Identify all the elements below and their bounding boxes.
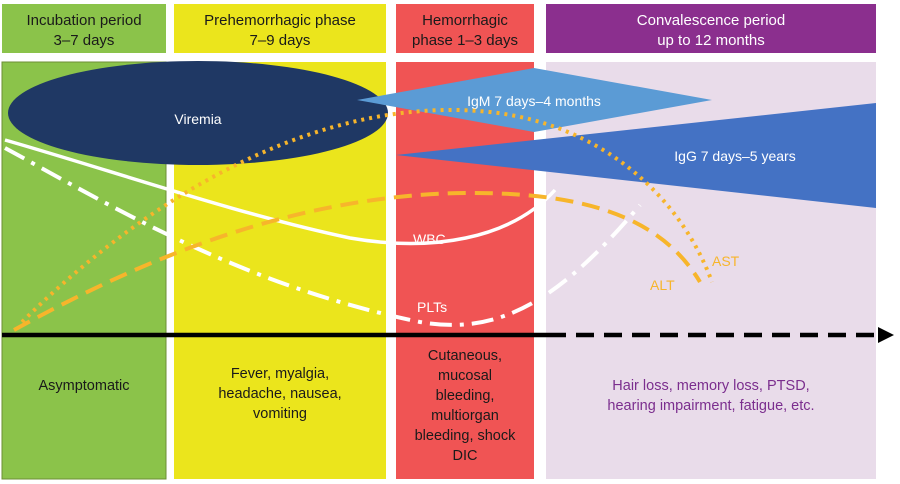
hemorrhagic-symptoms-line3: bleeding, — [436, 388, 495, 404]
header-incubation-line1: Incubation period — [26, 12, 141, 29]
plts-curve — [4, 146, 642, 327]
header-convalescence — [546, 4, 876, 53]
header-incubation — [2, 4, 166, 53]
prehemorrhagic-symptoms-line2: headache, nausea, — [218, 386, 341, 402]
header-prehemorrhagic-line1: Prehemorrhagic phase — [204, 12, 356, 29]
hemorrhagic-symptoms-line4: multiorgan — [431, 408, 499, 424]
igm-diamond — [357, 68, 712, 132]
header-incubation-line2: 3–7 days — [54, 32, 115, 49]
hemorrhagic-symptoms-line6: DIC — [453, 448, 478, 464]
incubation-symptoms-line1: Asymptomatic — [38, 378, 129, 394]
alt-curve — [13, 190, 702, 332]
ast-curve — [20, 107, 714, 324]
prehemorrhagic-symptoms-line1: Fever, myalgia, — [231, 366, 329, 382]
header-hemorrhagic — [396, 4, 534, 53]
alt-label: ALT — [650, 277, 675, 293]
wbc-label: WBC — [413, 231, 446, 247]
prehemorrhagic-symptoms-line3: vomiting — [253, 406, 307, 422]
header-convalescence-line1: Convalescence period — [637, 12, 785, 29]
igg-label: IgG 7 days–5 years — [674, 148, 795, 164]
column-hemorrhagic — [396, 62, 534, 479]
plts-label: PLTs — [417, 299, 447, 315]
header-convalescence-line2: up to 12 months — [657, 32, 765, 49]
header-hemorrhagic-line2: phase 1–3 days — [412, 32, 518, 49]
header-hemorrhagic-line1: Hemorrhagic — [422, 12, 508, 29]
hemorrhagic-symptoms-line2: mucosal — [438, 368, 492, 384]
ast-label: AST — [712, 253, 740, 269]
wbc-curve — [4, 138, 557, 246]
hemorrhagic-symptoms-line1: Cutaneous, — [428, 348, 502, 364]
header-prehemorrhagic-line2: 7–9 days — [250, 32, 311, 49]
convalescence-symptoms-line2: hearing impairment, fatigue, etc. — [607, 398, 814, 414]
hemorrhagic-symptoms-line5: bleeding, shock — [415, 428, 517, 444]
convalescence-symptoms-line1: Hair loss, memory loss, PTSD, — [612, 378, 809, 394]
timeline-arrowhead — [878, 327, 894, 343]
igg-triangle — [396, 103, 876, 208]
viremia-label: Viremia — [174, 111, 221, 127]
header-prehemorrhagic — [174, 4, 386, 53]
igm-label: IgM 7 days–4 months — [467, 93, 601, 109]
